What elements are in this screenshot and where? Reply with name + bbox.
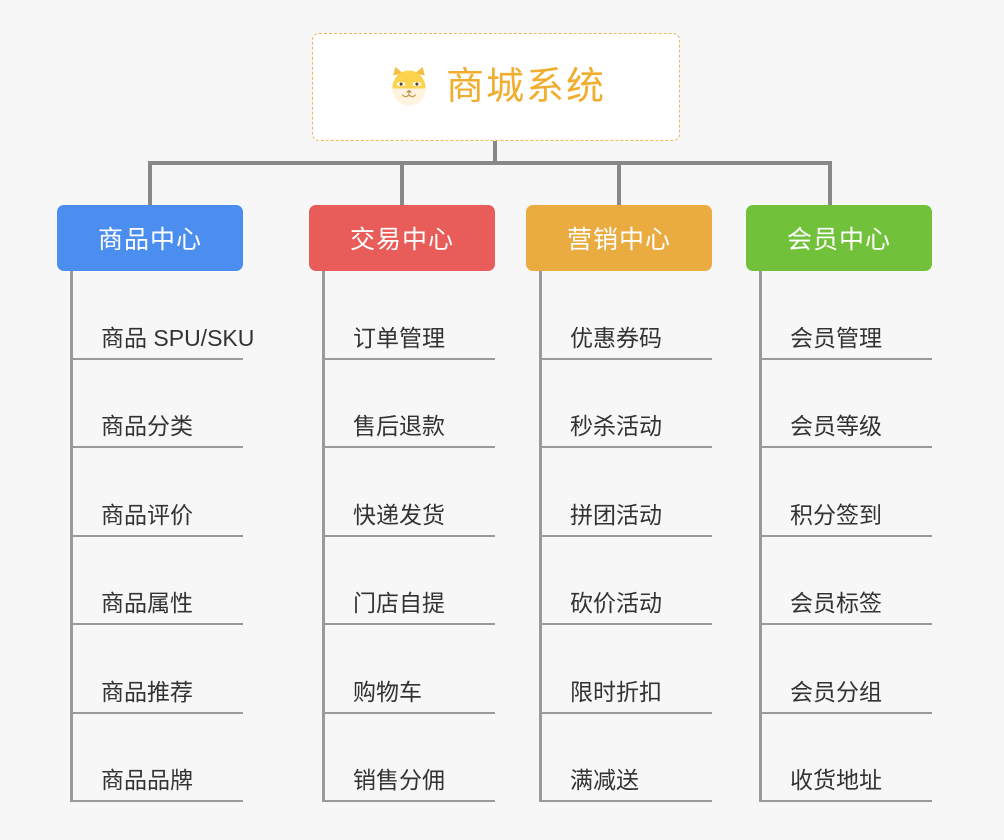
item-list-marketing-center: 优惠券码 秒杀活动 拼团活动 砍价活动 限时折扣 满减送 <box>539 271 712 802</box>
connector-root-stem <box>493 141 497 165</box>
item-label: 商品属性 <box>101 590 193 616</box>
list-item[interactable]: 拼团活动 <box>542 448 712 537</box>
list-item[interactable]: 销售分佣 <box>325 714 495 802</box>
item-label: 会员管理 <box>790 324 882 351</box>
list-item[interactable]: 商品属性 <box>73 537 243 625</box>
connector-drop-1 <box>148 161 152 205</box>
root-node[interactable]: 商城系统 <box>312 33 680 141</box>
branch-column-member-center: 会员中心 会员管理 会员等级 积分签到 会员标签 会员分组 收货地址 <box>746 205 932 802</box>
shiba-dog-icon <box>386 64 432 110</box>
item-label: 积分签到 <box>790 501 882 528</box>
item-label: 售后退款 <box>353 413 445 439</box>
list-item[interactable]: 秒杀活动 <box>542 360 712 448</box>
list-item[interactable]: 限时折扣 <box>542 625 712 714</box>
category-header-member-center[interactable]: 会员中心 <box>746 205 932 271</box>
list-item[interactable]: 积分签到 <box>762 448 932 537</box>
category-header-marketing-center[interactable]: 营销中心 <box>526 205 712 271</box>
item-label: 优惠券码 <box>570 324 662 351</box>
item-label: 满减送 <box>570 767 639 793</box>
branch-column-marketing-center: 营销中心 优惠券码 秒杀活动 拼团活动 砍价活动 限时折扣 满减送 <box>526 205 712 802</box>
list-item[interactable]: 会员管理 <box>762 271 932 360</box>
list-item[interactable]: 商品品牌 <box>73 714 243 802</box>
item-label: 商品推荐 <box>101 678 193 705</box>
item-label: 拼团活动 <box>570 501 662 528</box>
item-label: 商品评价 <box>101 501 193 528</box>
item-label: 会员分组 <box>790 678 882 705</box>
category-title: 商品中心 <box>97 226 202 254</box>
item-label: 限时折扣 <box>570 678 662 705</box>
branch-column-trade-center: 交易中心 订单管理 售后退款 快递发货 门店自提 购物车 销售分佣 <box>309 205 495 802</box>
list-item[interactable]: 订单管理 <box>325 271 495 360</box>
list-item[interactable]: 商品评价 <box>73 448 243 537</box>
connector-drop-4 <box>828 161 832 205</box>
list-item[interactable]: 购物车 <box>325 625 495 714</box>
list-item[interactable]: 门店自提 <box>325 537 495 625</box>
item-label: 会员标签 <box>790 590 882 616</box>
branch-column-product-center: 商品中心 商品 SPU/SKU 商品分类 商品评价 商品属性 商品推荐 商品品牌 <box>57 205 254 802</box>
list-item[interactable]: 商品推荐 <box>73 625 243 714</box>
item-list-product-center: 商品 SPU/SKU 商品分类 商品评价 商品属性 商品推荐 商品品牌 <box>70 271 254 802</box>
category-header-product-center[interactable]: 商品中心 <box>57 205 243 271</box>
list-item[interactable]: 会员标签 <box>762 537 932 625</box>
root-title: 商城系统 <box>445 66 606 108</box>
item-label: 收货地址 <box>790 767 882 793</box>
category-header-trade-center[interactable]: 交易中心 <box>309 205 495 271</box>
list-item[interactable]: 商品 SPU/SKU <box>73 271 254 360</box>
list-item[interactable]: 商品分类 <box>73 360 243 448</box>
category-title: 交易中心 <box>349 226 454 254</box>
item-label: 商品品牌 <box>101 767 193 793</box>
item-label: 会员等级 <box>790 413 882 439</box>
list-item[interactable]: 会员分组 <box>762 625 932 714</box>
item-label: 秒杀活动 <box>570 413 662 439</box>
item-label: 商品分类 <box>101 413 193 439</box>
list-item[interactable]: 快递发货 <box>325 448 495 537</box>
category-title: 营销中心 <box>566 226 671 254</box>
item-label: 门店自提 <box>353 590 445 616</box>
item-label: 订单管理 <box>353 324 445 351</box>
list-item[interactable]: 收货地址 <box>762 714 932 802</box>
list-item[interactable]: 会员等级 <box>762 360 932 448</box>
item-label: 快递发货 <box>353 501 445 528</box>
connector-drop-3 <box>617 161 621 205</box>
item-label: 砍价活动 <box>570 590 662 616</box>
list-item[interactable]: 满减送 <box>542 714 712 802</box>
item-list-trade-center: 订单管理 售后退款 快递发货 门店自提 购物车 销售分佣 <box>322 271 495 802</box>
item-label: 销售分佣 <box>353 767 445 793</box>
item-list-member-center: 会员管理 会员等级 积分签到 会员标签 会员分组 收货地址 <box>759 271 932 802</box>
category-title: 会员中心 <box>786 226 891 254</box>
list-item[interactable]: 售后退款 <box>325 360 495 448</box>
connector-horizontal-bar <box>148 161 832 165</box>
item-label: 商品 SPU/SKU <box>101 324 255 351</box>
list-item[interactable]: 优惠券码 <box>542 271 712 360</box>
list-item[interactable]: 砍价活动 <box>542 537 712 625</box>
item-label: 购物车 <box>353 678 422 705</box>
connector-drop-2 <box>400 161 404 205</box>
